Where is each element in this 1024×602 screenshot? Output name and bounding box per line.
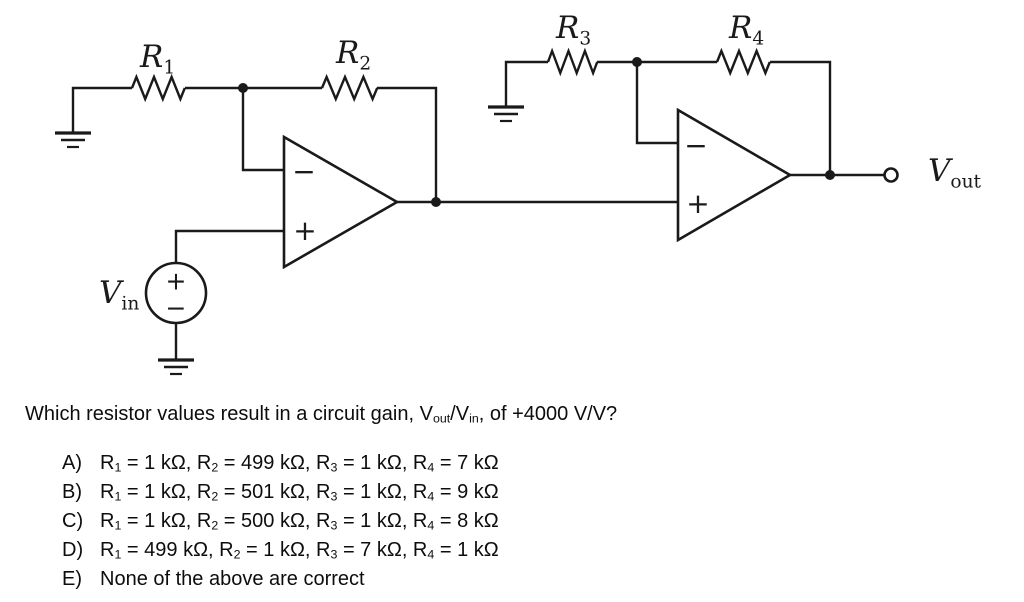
label-r4: R4 <box>729 13 764 49</box>
label-vout: Vout <box>928 156 981 192</box>
option-e: E) None of the above are correct <box>62 565 499 594</box>
label-vout-base: V <box>928 153 951 189</box>
ground2-symbol <box>158 358 194 376</box>
label-vin-sub: in <box>121 293 140 315</box>
opamp2-noninverting-sign: + <box>686 187 710 220</box>
wire-op1-noninverting-to-source <box>174 229 284 263</box>
option-a: A) R1 = 1 kΩ, R2 = 499 kΩ, R3 = 1 kΩ, R4… <box>62 449 499 478</box>
label-r2-sub: 2 <box>359 53 372 75</box>
opamp2-triangle <box>676 107 793 243</box>
label-r2-base: R <box>336 35 360 71</box>
wire-r2-to-node-b <box>377 86 438 202</box>
junction-dot-d <box>825 170 835 180</box>
option-c-letter: C) <box>62 510 84 532</box>
wire-ground3-to-r3 <box>504 60 548 107</box>
label-vin: Vin <box>99 278 139 314</box>
label-r2: R2 <box>336 38 371 74</box>
vin-source-circle <box>144 261 208 325</box>
wire-ground1-to-r1 <box>71 86 132 133</box>
opamp2-inverting-sign: − <box>684 129 708 162</box>
option-a-text: R1 = 1 kΩ, R2 = 499 kΩ, R3 = 1 kΩ, R4 = … <box>100 452 499 475</box>
option-e-letter: E) <box>62 568 82 590</box>
label-r1: R1 <box>140 42 175 78</box>
junction-dot-a <box>238 83 248 93</box>
label-r3-sub: 3 <box>579 28 592 50</box>
question-text: Which resistor values result in a circui… <box>25 403 618 426</box>
option-d: D) R1 = 499 kΩ, R2 = 1 kΩ, R3 = 7 kΩ, R4… <box>62 536 499 565</box>
ground1-symbol <box>55 131 91 149</box>
label-r3: R3 <box>556 13 591 49</box>
junction-dot-c <box>632 57 642 67</box>
wires <box>71 47 884 360</box>
label-r1-base: R <box>140 39 164 75</box>
resistor-r3-symbol <box>546 47 599 77</box>
option-d-letter: D) <box>62 539 84 561</box>
option-d-text: R1 = 499 kΩ, R2 = 1 kΩ, R3 = 7 kΩ, R4 = … <box>100 539 499 562</box>
option-b-text: R1 = 1 kΩ, R2 = 501 kΩ, R3 = 1 kΩ, R4 = … <box>100 481 499 504</box>
junction-dot-b <box>431 197 441 207</box>
option-b: B) R1 = 1 kΩ, R2 = 501 kΩ, R3 = 1 kΩ, R4… <box>62 478 499 507</box>
wire-r4-to-node-d <box>770 60 832 175</box>
wire-node-c-to-op2-inverting <box>635 62 678 145</box>
resistor-r1-symbol <box>130 73 186 103</box>
option-c: C) R1 = 1 kΩ, R2 = 500 kΩ, R3 = 1 kΩ, R4… <box>62 507 499 536</box>
answer-options: A) R1 = 1 kΩ, R2 = 499 kΩ, R3 = 1 kΩ, R4… <box>62 449 499 594</box>
opamp1-inverting-sign: − <box>292 155 316 188</box>
label-r4-base: R <box>729 10 753 46</box>
wire-node-a-to-op1-inverting <box>241 88 284 172</box>
ground3-symbol <box>488 105 524 123</box>
circuit-schematic <box>55 47 899 376</box>
label-r1-sub: 1 <box>163 57 176 79</box>
label-vout-sub: out <box>950 171 982 193</box>
opamp1-noninverting-sign: + <box>293 214 317 247</box>
option-e-text: None of the above are correct <box>100 568 365 590</box>
source-minus-sign: − <box>165 293 187 323</box>
label-vin-base: V <box>99 275 122 311</box>
resistor-r2-symbol <box>320 73 379 103</box>
vout-terminal-circle <box>883 167 899 183</box>
opamp1-triangle <box>282 134 400 270</box>
option-b-letter: B) <box>62 481 82 503</box>
option-c-text: R1 = 1 kΩ, R2 = 500 kΩ, R3 = 1 kΩ, R4 = … <box>100 510 499 533</box>
resistor-r4-symbol <box>715 47 771 77</box>
label-r4-sub: 4 <box>752 28 765 50</box>
label-r3-base: R <box>556 10 580 46</box>
option-a-letter: A) <box>62 452 82 474</box>
source-plus-sign: + <box>165 266 187 296</box>
